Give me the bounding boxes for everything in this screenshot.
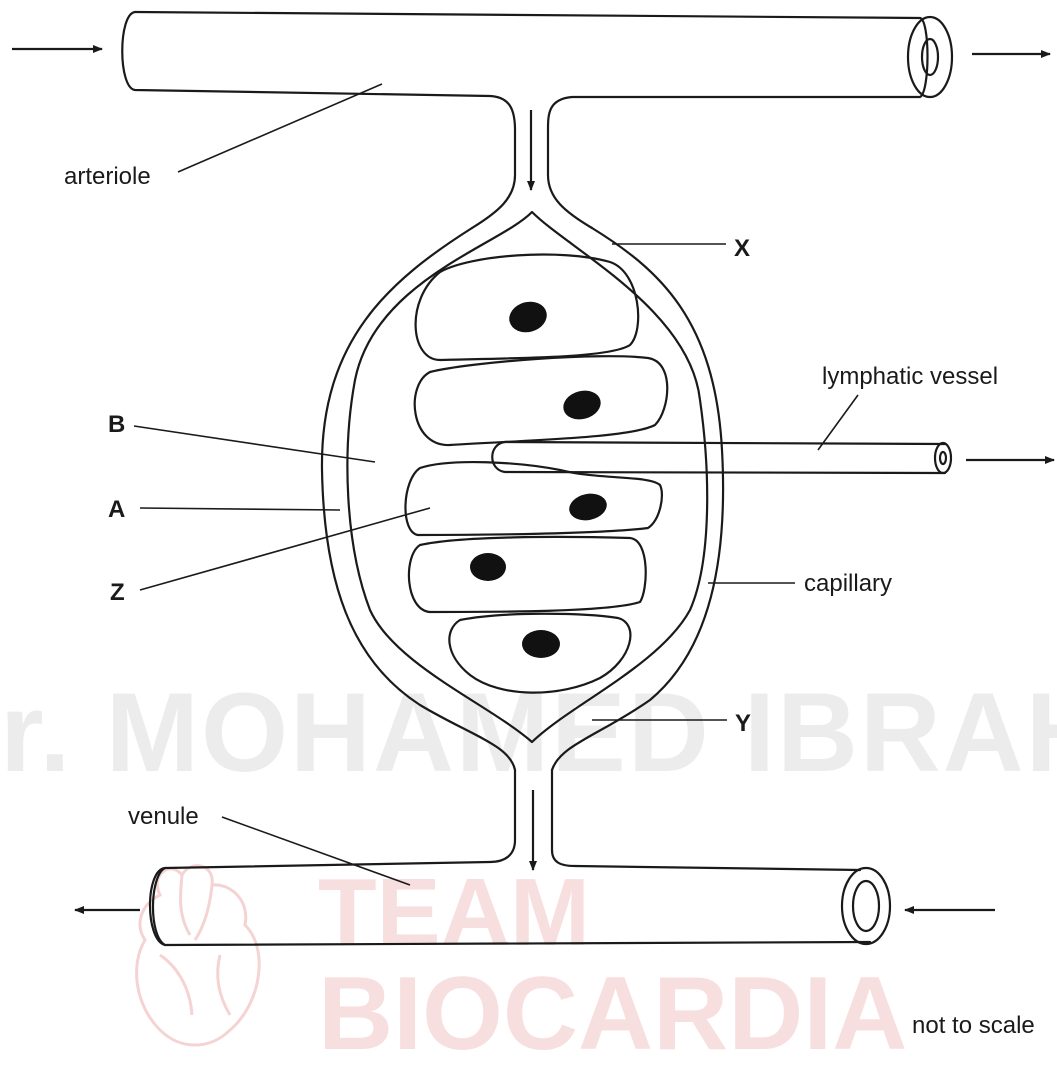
arteriole-lower-wall: [122, 12, 515, 228]
lymphatic-lumen-icon: [940, 452, 946, 464]
lymphatic-vessel: [492, 442, 945, 473]
label-b: B: [108, 411, 125, 438]
label-y: Y: [735, 710, 751, 737]
leader-a: [140, 508, 340, 510]
arteriole-opening: [908, 17, 952, 97]
venule-lumen-icon: [853, 881, 879, 931]
nucleus-1: [506, 298, 550, 337]
label-x: X: [734, 235, 750, 262]
nucleus-2: [560, 387, 604, 424]
label-venule: venule: [128, 803, 199, 830]
venule-opening: [842, 868, 890, 944]
label-not-to-scale: not to scale: [912, 1012, 1035, 1039]
label-arteriole: arteriole: [64, 163, 151, 190]
leader-venule: [222, 817, 410, 885]
arteriole-lumen-icon: [922, 39, 938, 75]
tissue-cell-4: [409, 537, 646, 612]
label-lymphatic-vessel: lymphatic vessel: [822, 363, 998, 390]
leader-z: [140, 508, 430, 590]
lymphatic-opening: [935, 443, 951, 473]
label-z: Z: [110, 579, 125, 606]
tissue-cell-2: [415, 356, 668, 445]
nucleus-5: [522, 630, 560, 658]
leader-lymphatic: [818, 395, 858, 450]
nucleus-3: [567, 490, 610, 523]
capillary-inner-wall: [347, 212, 707, 742]
label-a: A: [108, 496, 125, 523]
leader-arteriole: [178, 84, 382, 172]
venule-inflow-right: [552, 770, 860, 870]
venule-inflow-left: [150, 770, 870, 945]
leader-b: [134, 426, 375, 462]
label-capillary: capillary: [804, 570, 892, 597]
nucleus-4: [470, 553, 506, 581]
